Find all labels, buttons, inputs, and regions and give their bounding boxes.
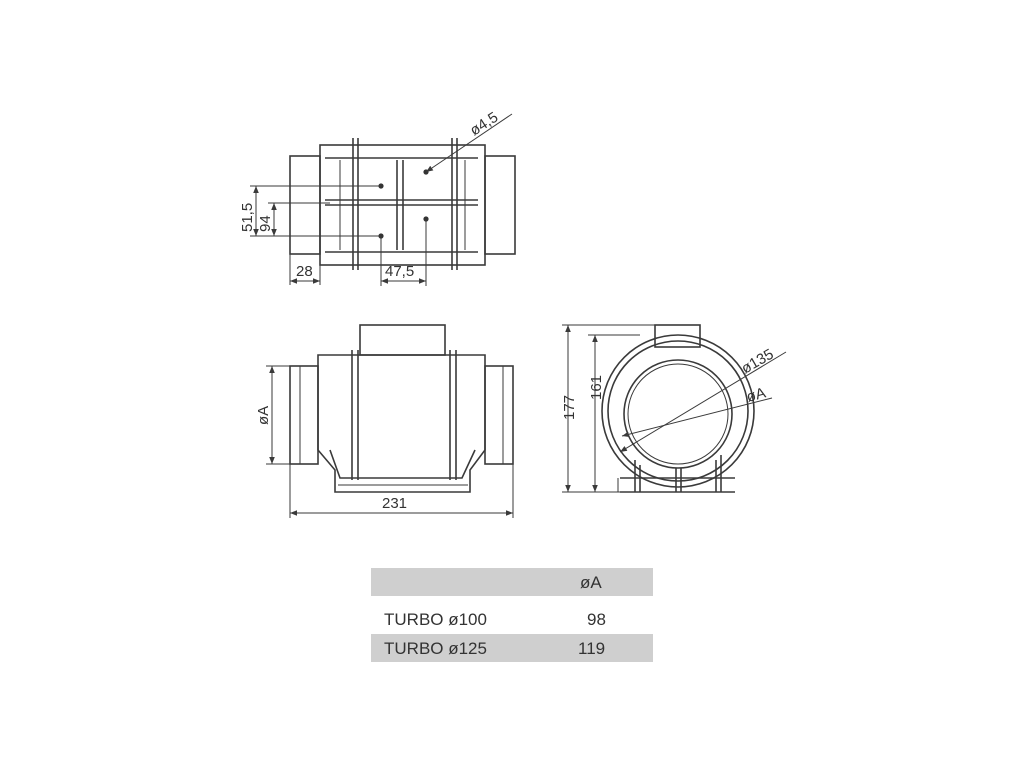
dim-hole-label: ø4,5 (467, 109, 501, 140)
top-view: ø4,5 51,5 94 28 47,5 (239, 109, 516, 286)
table-header-band (371, 568, 653, 596)
dim-51-5-label: 51,5 (239, 203, 256, 232)
side-view: øA 231 (255, 324, 514, 518)
table-row-2-value: 119 (578, 639, 605, 658)
table-row-2-model: TURBO ø125 (384, 639, 487, 658)
table-row-2-band (371, 634, 653, 662)
table-row-1-model: TURBO ø100 (384, 610, 487, 629)
table-row-1-value: 98 (587, 610, 606, 629)
dim-47-5-label: 47,5 (385, 263, 414, 280)
dim-94-label: 94 (257, 215, 274, 232)
dim-231-label: 231 (382, 495, 407, 512)
dim-161-label: 161 (588, 375, 605, 400)
dim-177-label: 177 (561, 395, 578, 420)
side-dim-diameter-label: øA (255, 406, 272, 425)
dim-135-label: ø135 (739, 346, 777, 378)
dim-28-label: 28 (296, 263, 313, 280)
dimension-table: øA TURBO ø100 98 TURBO ø125 119 (371, 568, 653, 662)
front-dim-diameter-label: øA (745, 384, 768, 405)
table-header-diameter: øA (580, 573, 602, 592)
front-view: 177 161 ø135 øA (561, 324, 787, 493)
